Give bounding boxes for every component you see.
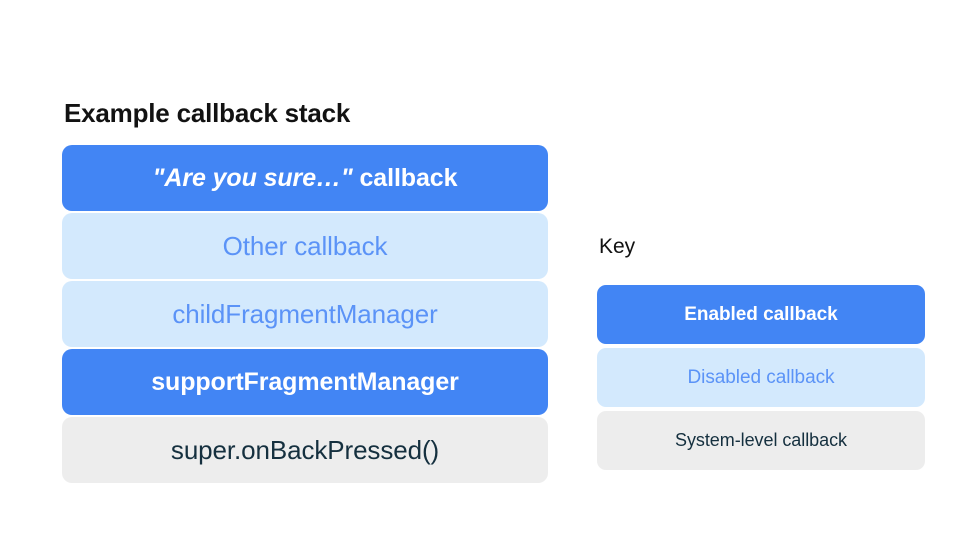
key-item-enabled-callback: Enabled callback	[597, 285, 925, 344]
callback-stack-section: Example callback stack "Are you sure…" c…	[62, 100, 548, 483]
stack-title: Example callback stack	[64, 98, 351, 128]
stack-item-plain-text: callback	[352, 163, 458, 192]
callback-stack-list: "Are you sure…" callback Other callback …	[62, 145, 548, 483]
stack-item-label: "Are you sure…" callback	[153, 164, 458, 193]
key-item-disabled-callback: Disabled callback	[597, 348, 925, 407]
key-item-label: Disabled callback	[687, 366, 835, 388]
key-list: Enabled callback Disabled callback Syste…	[597, 285, 925, 470]
key-item-label: System-level callback	[674, 430, 847, 450]
stack-item-are-you-sure[interactable]: "Are you sure…" callback	[62, 145, 548, 211]
key-item-system-level-callback: System-level callback	[597, 411, 925, 470]
stack-item-label: Other callback	[222, 230, 388, 261]
stack-item-label: super.onBackPressed()	[170, 434, 440, 465]
stack-item-quoted-text: "Are you sure…"	[152, 163, 353, 192]
stack-item-label: childFragmentManager	[172, 298, 438, 329]
stack-item-child-fragment-manager[interactable]: childFragmentManager	[62, 281, 548, 347]
key-section: Key Enabled callback Disabled callback S…	[597, 236, 925, 470]
key-title: Key	[599, 235, 636, 258]
stack-item-other-callback[interactable]: Other callback	[62, 213, 548, 279]
stack-item-label: supportFragmentManager	[151, 367, 459, 396]
key-item-label: Enabled callback	[684, 303, 838, 325]
stack-item-support-fragment-manager[interactable]: supportFragmentManager	[62, 349, 548, 415]
stack-item-super-on-back-pressed[interactable]: super.onBackPressed()	[62, 417, 548, 483]
